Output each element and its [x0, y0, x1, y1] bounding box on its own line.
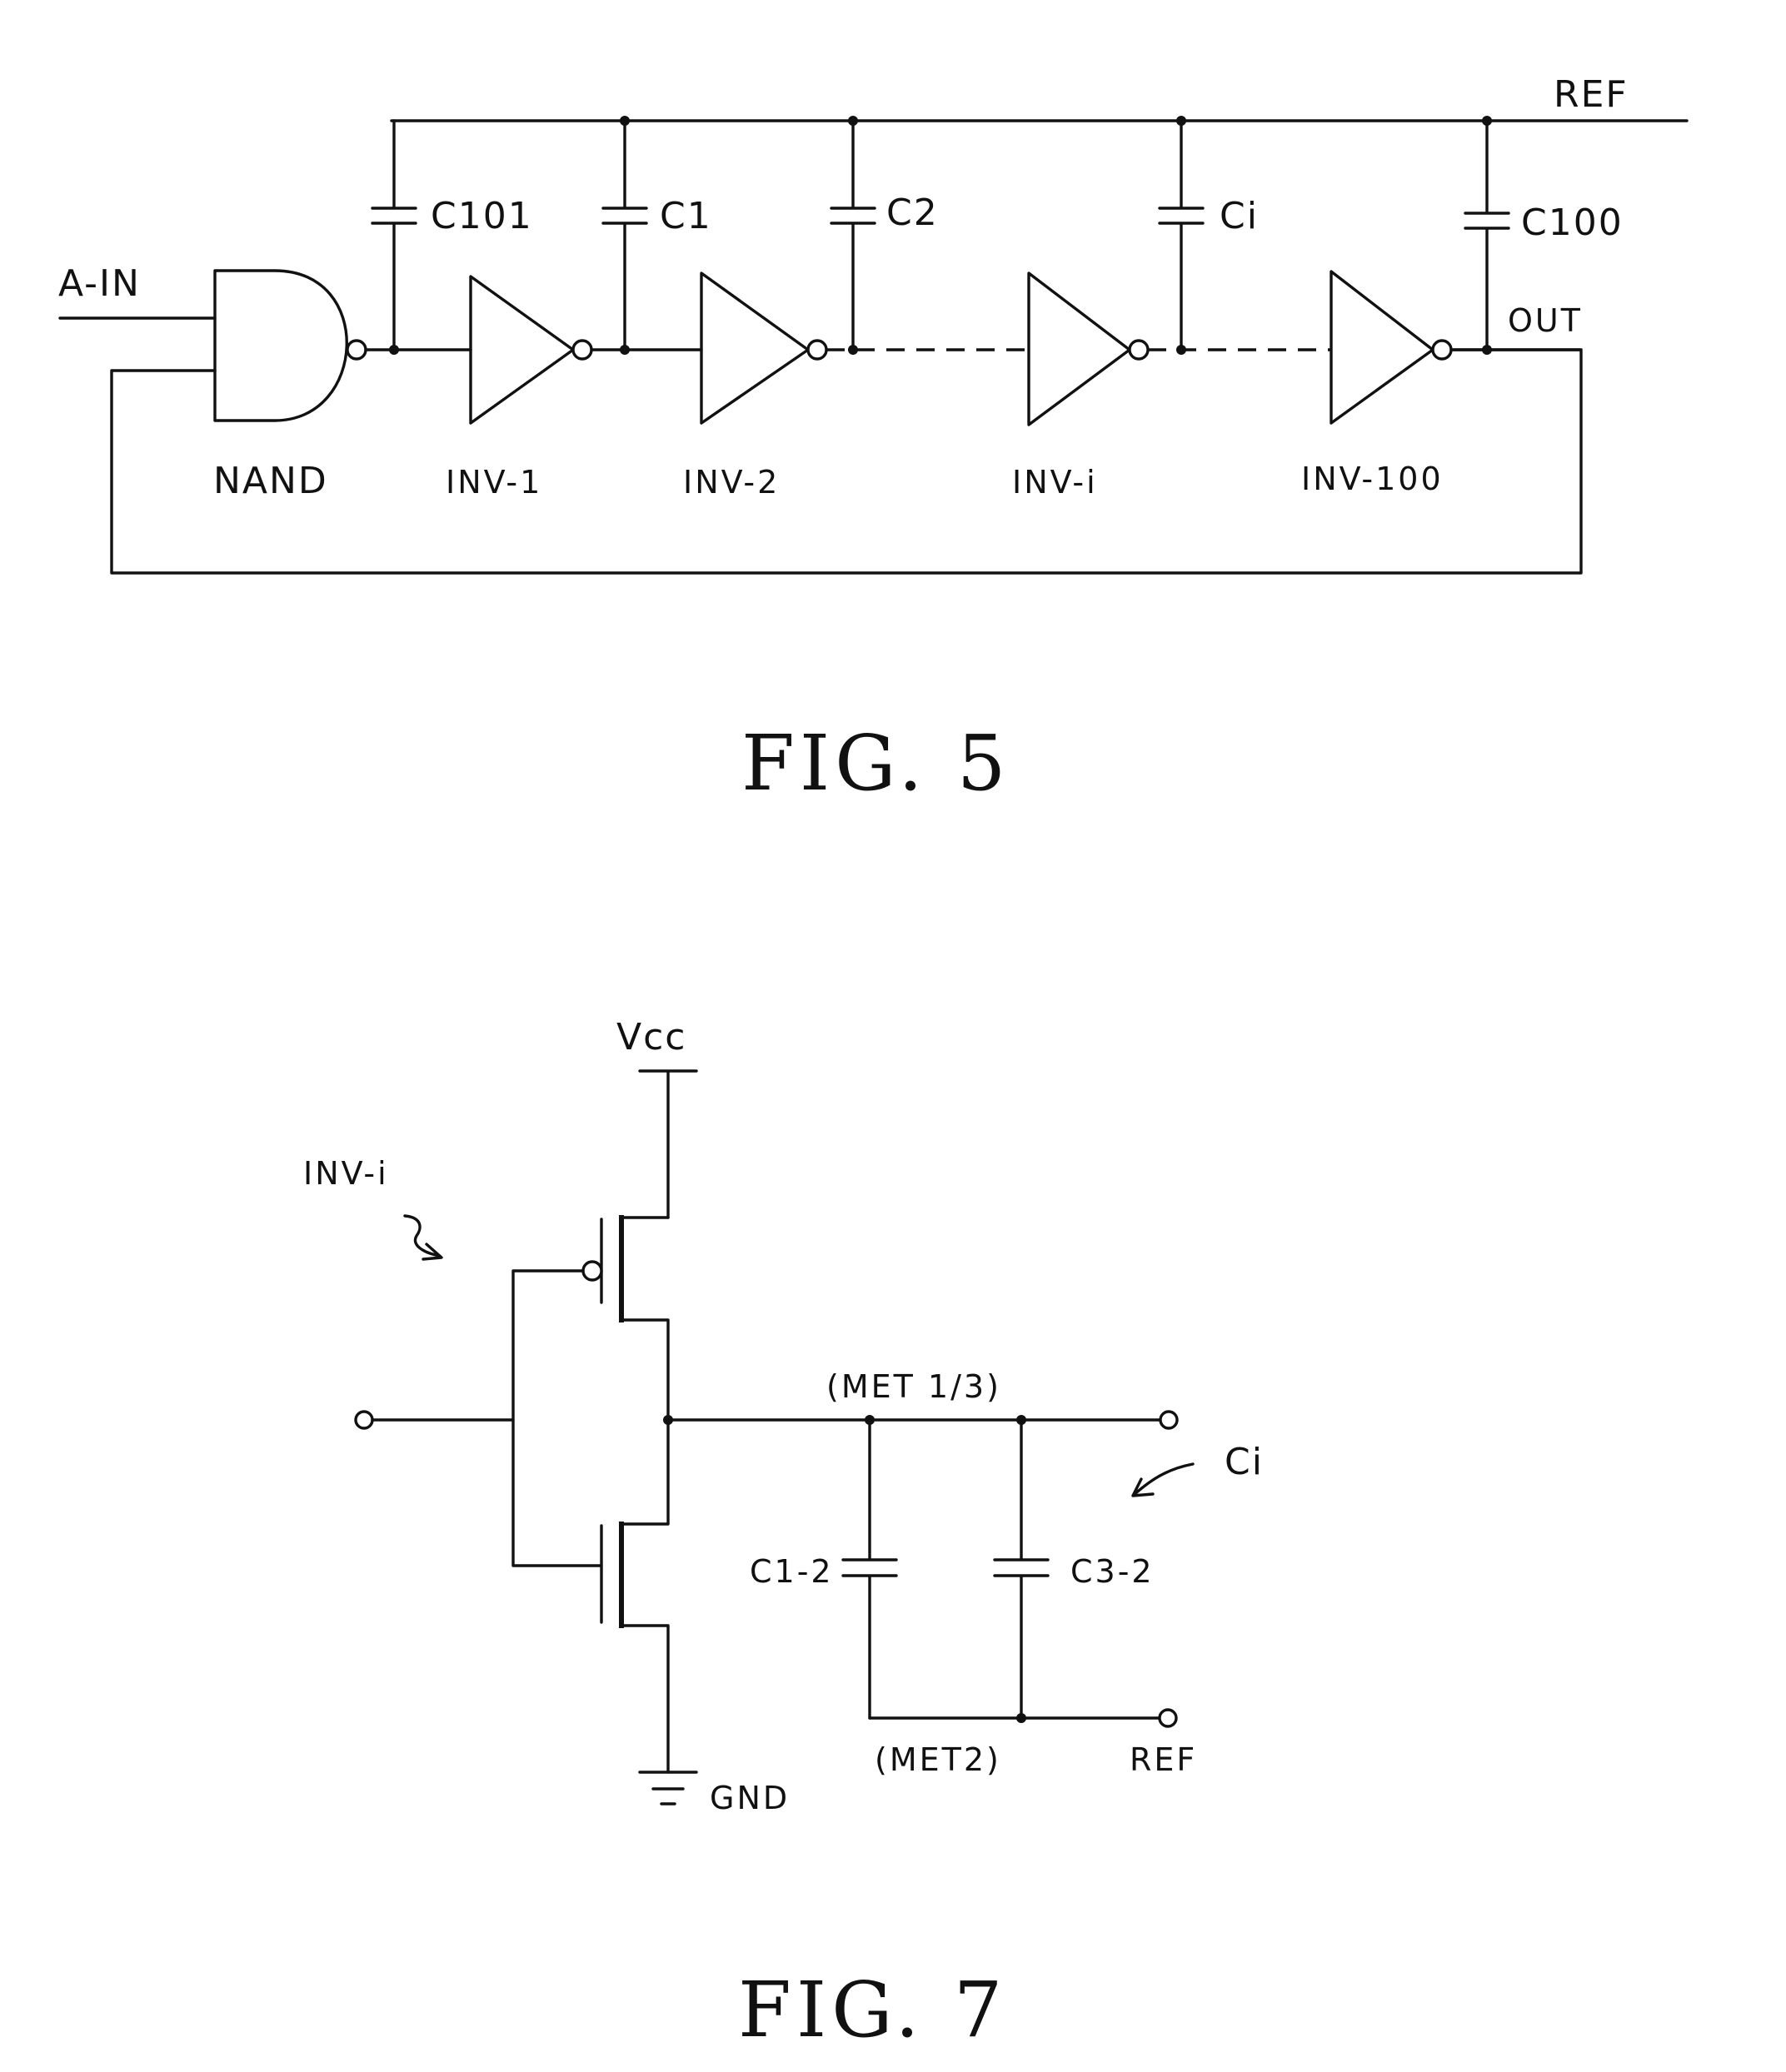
- c2-ref-node: [848, 116, 858, 126]
- inv1-bubble: [573, 341, 591, 359]
- out-label: OUT: [1508, 302, 1583, 339]
- c1-ref-node: [620, 116, 630, 126]
- c2-signal-node: [848, 345, 858, 355]
- c101-label: C101: [431, 195, 533, 237]
- vcc-rail: [640, 1071, 696, 1218]
- inv2-label: INV-2: [683, 464, 780, 501]
- c32-capacitor: [995, 1420, 1048, 1718]
- c12-capacitor: [843, 1420, 896, 1718]
- inv100-label: INV-100: [1301, 461, 1444, 497]
- inv1-triangle: [471, 276, 573, 423]
- c101-top-node: [389, 345, 399, 355]
- ci-label: Ci: [1220, 195, 1259, 237]
- inv100-triangle: [1331, 271, 1433, 423]
- c1-label: C1: [660, 195, 712, 237]
- c32-label: C3-2: [1070, 1553, 1155, 1590]
- nmos-drain-source: [621, 1420, 668, 1772]
- fig7-inverter-schematic: Vcc (MET 1/3) GND INV-i C1-2 C3: [303, 1016, 1264, 2055]
- met2-label: (MET2): [875, 1741, 1001, 1778]
- ci-label-fig7: Ci: [1225, 1441, 1264, 1483]
- fig5-ring-oscillator: REF A-IN NAND INV-1 INV-2 INV-i INV-100: [58, 73, 1687, 808]
- c2-capacitor: [831, 121, 875, 350]
- nand-label: NAND: [213, 460, 328, 502]
- c2-label: C2: [886, 192, 939, 234]
- c12-label: C1-2: [750, 1553, 834, 1590]
- c101-capacitor: [372, 121, 416, 350]
- met2-node: [1016, 1713, 1026, 1723]
- ci-capacitor: [1160, 121, 1203, 350]
- a-in-label: A-IN: [58, 262, 141, 305]
- c100-signal-node: [1482, 345, 1492, 355]
- ref-label-fig7: REF: [1130, 1741, 1197, 1778]
- pmos-gate-bubble: [583, 1262, 601, 1280]
- inv100-bubble: [1433, 341, 1451, 359]
- gate-tie-wire: [513, 1271, 601, 1566]
- input-terminal[interactable]: [356, 1412, 372, 1428]
- inv2-bubble: [808, 341, 826, 359]
- ci-pointer-arrow: [1133, 1464, 1193, 1496]
- c1-signal-node: [620, 345, 630, 355]
- ref-terminal[interactable]: [1160, 1710, 1176, 1726]
- invi-label: INV-i: [1012, 464, 1098, 501]
- ref-label: REF: [1554, 73, 1629, 116]
- c100-label: C100: [1521, 202, 1624, 244]
- nand-output-bubble: [347, 341, 366, 359]
- ci-terminal[interactable]: [1160, 1412, 1177, 1428]
- inv2-triangle: [701, 273, 808, 423]
- gnd-label: GND: [710, 1780, 790, 1816]
- invi-triangle: [1029, 273, 1130, 425]
- invi-bubble: [1130, 341, 1148, 359]
- ci-signal-node: [1176, 345, 1186, 355]
- c100-capacitor: [1465, 121, 1509, 350]
- c100-ref-node: [1482, 116, 1492, 126]
- vcc-label: Vcc: [616, 1016, 686, 1058]
- met13-label: (MET 1/3): [826, 1368, 1001, 1405]
- fig5-caption: FIG. 5: [741, 719, 1010, 808]
- ci-ref-node: [1176, 116, 1186, 126]
- inv-pointer-arrow: [405, 1216, 442, 1259]
- ground-symbol: [640, 1772, 696, 1804]
- pmos-drain-source: [621, 1218, 668, 1420]
- inv-label: INV-i: [303, 1155, 389, 1192]
- c1-capacitor: [603, 121, 646, 350]
- nand-gate: [215, 271, 347, 421]
- inv1-label: INV-1: [446, 464, 542, 501]
- fig7-caption: FIG. 7: [738, 1965, 1007, 2055]
